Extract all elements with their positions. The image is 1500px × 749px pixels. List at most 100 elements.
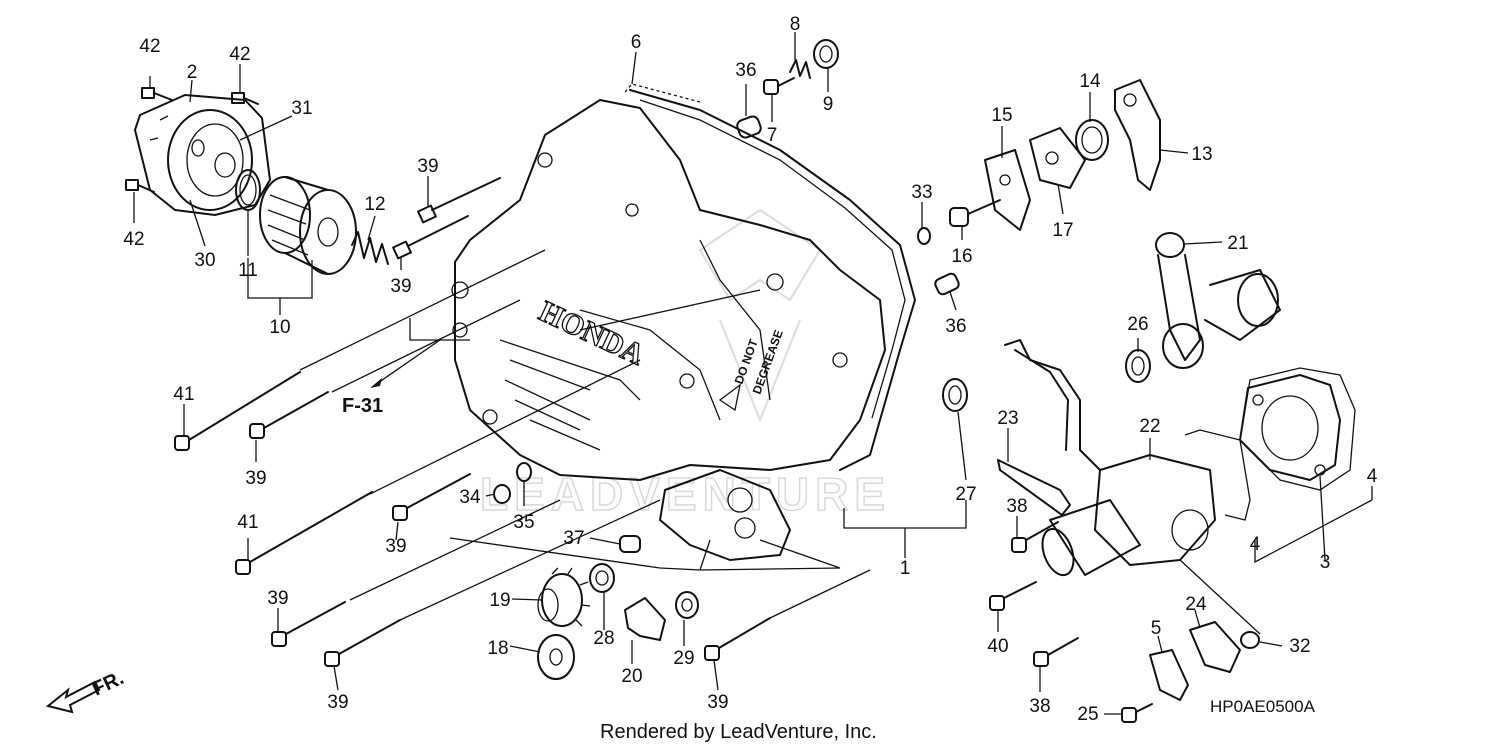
callout-33: 33 [911,182,932,203]
bolt-7 [763,77,795,95]
oil-pump-plate [659,469,791,561]
callout-39: 39 [385,536,406,557]
o-ring-32 [1240,631,1260,649]
callout-37: 37 [563,528,584,549]
callout-27: 27 [955,484,976,505]
callout-23: 23 [997,408,1018,429]
bolt-39-top-b [392,215,469,260]
callout-8: 8 [790,14,801,35]
motor-assembly-22 [1004,339,1216,577]
bearing-28 [589,563,615,593]
frame-reference-label: F-31 [342,395,383,417]
cover-3 [1239,374,1341,481]
render-credit: Rendered by LeadVenture, Inc. [600,721,877,743]
spring-12 [351,231,389,265]
oil-filter-element [259,176,357,275]
bearing-27 [942,378,968,412]
callout-9: 9 [823,94,834,115]
callout-11: 11 [238,260,258,281]
dowel-36-b [934,272,960,296]
callout-labels: 42 2 42 31 42 30 11 12 10 39 39 6 8 36 9… [123,14,1377,725]
oil-filter-cover [134,94,271,216]
callout-1: 1 [900,558,911,579]
watermark-logo [698,208,822,423]
callout-4: 4 [1367,466,1378,487]
callout-39: 39 [417,156,438,177]
callout-7: 7 [767,125,778,146]
callout-36: 36 [945,316,966,337]
callout-22: 22 [1139,416,1160,437]
bolt-39-f [704,617,771,661]
bolt-25 [1121,703,1153,723]
washer-26 [1125,349,1151,383]
bolt-42-b [231,92,259,105]
callout-21: 21 [1227,233,1248,254]
callout-39: 39 [390,276,411,297]
callout-4: 4 [1250,534,1261,555]
callout-6: 6 [631,32,642,53]
callout-39: 39 [267,588,288,609]
plate-15 [984,149,1031,231]
callout-34: 34 [459,487,481,508]
callout-40: 40 [987,636,1008,657]
callout-38: 38 [1029,696,1050,717]
bolt-39-top-a [417,177,501,224]
leader-lines [133,32,1373,715]
callout-42: 42 [123,229,144,250]
callout-30: 30 [194,250,215,271]
callout-26: 26 [1127,314,1148,335]
callout-19: 19 [489,590,510,611]
callout-41: 41 [237,512,258,533]
watermark: LEADVENTURE [480,468,891,520]
sensor-24 [1189,621,1241,673]
callout-18: 18 [487,638,508,659]
bolt-41-a [174,371,301,451]
gear-18 [537,634,575,680]
dowel-36-a [736,115,762,139]
bolt-39-c [249,391,329,439]
callout-41: 41 [173,384,194,405]
cam-20 [624,597,666,641]
callout-5: 5 [1151,618,1162,639]
bolt-41-b [235,491,373,575]
front-direction-arrow [45,680,101,714]
bolt-42-a [141,87,173,101]
spring-14 [1075,119,1109,161]
plate-17 [1029,127,1086,189]
shift-arm-21 [1155,232,1281,369]
callout-39: 39 [245,468,266,489]
bolt-38-a [1011,521,1059,553]
callout-14: 14 [1079,71,1101,92]
bolt-38-b [1033,637,1079,667]
gear-19 [537,567,591,627]
bolt-42-c [125,179,155,193]
bar-23 [997,459,1071,516]
callout-32: 32 [1289,636,1310,657]
o-ring-11 [235,169,261,211]
callout-36: 36 [735,60,756,81]
callout-39: 39 [327,692,348,713]
callout-17: 17 [1052,220,1073,241]
callout-39: 39 [707,692,728,713]
callout-20: 20 [621,666,642,687]
callout-31: 31 [291,98,312,119]
bolt-40 [989,581,1037,611]
front-crankcase-cover: HONDA DO NOT DEGREASE [451,89,916,481]
nut-29 [675,591,699,619]
callout-25: 25 [1077,704,1098,725]
bracket-5 [1149,649,1189,701]
bolt-39-e [271,601,346,647]
honda-brand-text: HONDA [534,295,649,372]
callout-38: 38 [1006,496,1027,517]
diagram-code: HP0AE0500A [1210,697,1316,716]
bolt-39-g [324,619,401,667]
gasket-4 [1184,367,1356,521]
cap-9 [813,39,839,69]
callout-29: 29 [673,648,694,669]
callout-42: 42 [229,44,250,65]
dowel-37 [619,535,641,553]
callout-2: 2 [187,62,198,83]
direction-label: FR. [89,667,127,701]
callout-10: 10 [269,317,290,338]
